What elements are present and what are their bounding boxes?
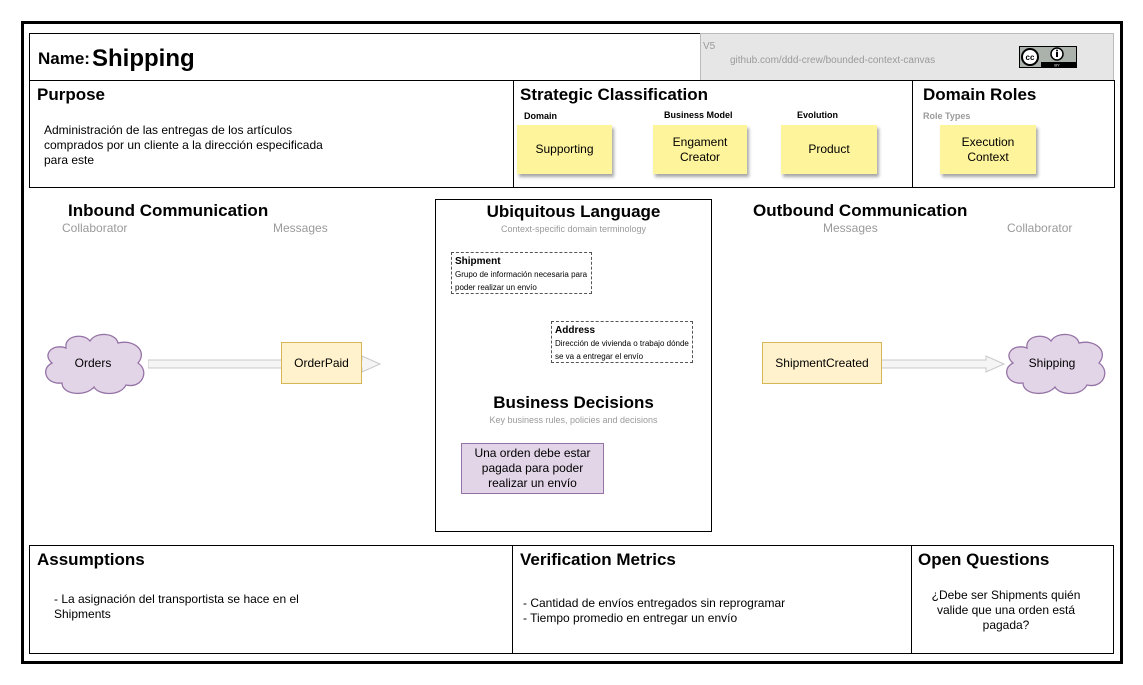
version-label: V5 (703, 41, 716, 52)
purpose-title: Purpose (37, 85, 106, 104)
name-box: Name: Shipping (29, 33, 701, 81)
inbound-messages-label: Messages (273, 221, 328, 235)
ubiquitous-subtitle: Context-specific domain terminology (500, 224, 647, 234)
evolution-sticky[interactable]: Product (781, 125, 877, 174)
business-rule[interactable]: Una orden debe estar pagada para poder r… (461, 443, 604, 494)
svg-text:cc: cc (1026, 53, 1035, 62)
header-info-box: V5 github.com/ddd-crew/bounded-context-c… (700, 33, 1114, 81)
ubiquitous-section: Ubiquitous Language Context-specific dom… (435, 199, 712, 532)
inbound-collaborator-label: Collaborator (62, 221, 128, 235)
ubiquitous-title: Ubiquitous Language (486, 202, 661, 221)
outbound-collaborator-label: Collaborator (1007, 221, 1073, 235)
term-address[interactable]: Address Dirección de vivienda o trabajo … (551, 321, 693, 363)
role-types-label: Role Types (923, 111, 971, 121)
outbound-message[interactable]: ShipmentCreated (762, 342, 882, 384)
domain-label: Domain (524, 111, 558, 121)
assumptions-section: Assumptions - La asignación del transpor… (29, 545, 513, 654)
business-model-sticky[interactable]: Engament Creator (653, 125, 747, 174)
term-address-definition: Dirección de vivienda o trabajo dónde se… (555, 339, 689, 361)
purpose-text[interactable]: Administración de las entregas de los ar… (44, 123, 323, 167)
term-shipment-definition: Grupo de información necesaria para pode… (455, 270, 588, 292)
canvas-frame (21, 21, 1123, 664)
domain-sticky[interactable]: Supporting (517, 125, 612, 174)
term-shipment-name: Shipment (455, 256, 501, 267)
role-sticky[interactable]: Execution Context (940, 125, 1036, 174)
metrics-section: Verification Metrics - Cantidad de envío… (512, 545, 912, 654)
repo-url[interactable]: github.com/ddd-crew/bounded-context-canv… (730, 55, 936, 66)
strategic-section: Strategic Classification Domain Business… (513, 80, 913, 188)
name-label: Name: (38, 49, 90, 68)
question-1[interactable]: ¿Debe ser Shipments quién valide que una… (931, 588, 1081, 632)
business-decisions-subtitle: Key business rules, policies and decisio… (489, 415, 658, 425)
metric-2[interactable]: - Tiempo promedio en entregar un envío (523, 611, 738, 625)
outbound-messages-label: Messages (823, 221, 878, 235)
evolution-label: Evolution (797, 110, 838, 120)
context-name[interactable]: Shipping (92, 45, 195, 72)
metrics-title: Verification Metrics (520, 550, 676, 569)
cc-by-icon: cc BY (1019, 46, 1077, 68)
inbound-collaborator[interactable]: Orders (74, 356, 112, 370)
assumptions-title: Assumptions (37, 550, 145, 569)
shipping-cloud-icon (1006, 333, 1106, 395)
strategic-title: Strategic Classification (520, 85, 709, 104)
questions-title: Open Questions (918, 550, 1050, 569)
business-decisions-title: Business Decisions (493, 393, 654, 412)
domain-roles-section: Domain Roles Role Types Execution Contex… (912, 80, 1115, 188)
outbound-collaborator[interactable]: Shipping (1028, 356, 1076, 370)
assumptions-text[interactable]: - La asignación del transportista se hac… (54, 592, 299, 621)
outbound-title: Outbound Communication (753, 201, 968, 220)
term-address-name: Address (555, 325, 596, 336)
svg-text:BY: BY (1054, 63, 1060, 68)
inbound-title: Inbound Communication (68, 201, 269, 220)
business-model-label: Business Model (664, 110, 733, 120)
outbound-arrow (880, 355, 1006, 373)
purpose-section: Purpose Administración de las entregas d… (29, 80, 514, 188)
domain-roles-title: Domain Roles (923, 85, 1037, 104)
questions-section: Open Questions ¿Debe ser Shipments quién… (911, 545, 1114, 654)
metric-1[interactable]: - Cantidad de envíos entregados sin repr… (523, 596, 786, 610)
orders-cloud-icon (45, 333, 145, 395)
term-shipment[interactable]: Shipment Grupo de información necesaria … (451, 252, 592, 294)
inbound-message[interactable]: OrderPaid (281, 342, 362, 384)
